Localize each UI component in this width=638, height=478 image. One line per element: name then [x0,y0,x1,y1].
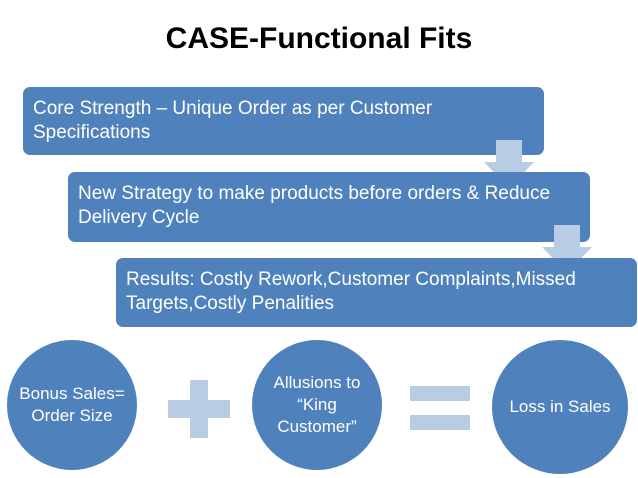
process-step-core-strength: Core Strength – Unique Order as per Cust… [23,87,544,155]
circle-bonus-sales: Bonus Sales= Order Size [7,340,137,470]
circle-bonus-sales-label: Bonus Sales= Order Size [19,384,125,425]
equals-icon [410,386,470,430]
circle-allusions: Allusions to “King Customer” [252,340,382,470]
process-step-results: Results: Costly Rework,Customer Complain… [116,258,637,327]
plus-icon [168,380,230,438]
circle-allusions-label: Allusions to “King Customer” [273,373,361,436]
circle-loss-in-sales: Loss in Sales [492,340,628,474]
page-title: CASE-Functional Fits [165,22,473,55]
circle-loss-in-sales-label: Loss in Sales [509,397,611,416]
down-arrow-icon [484,140,534,188]
down-arrow-icon [542,225,592,273]
process-step-new-strategy: New Strategy to make products before ord… [68,172,590,242]
